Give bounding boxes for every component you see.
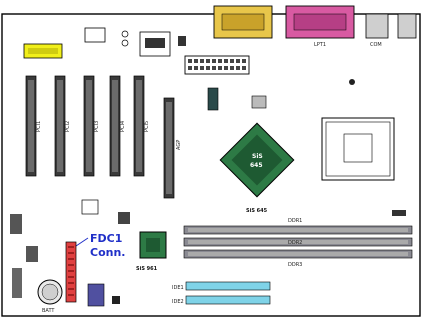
pci-slots (25, 75, 145, 177)
ide1-label: IDE1 (172, 285, 184, 291)
usb-port (397, 13, 417, 39)
ide2-label: IDE2 (172, 299, 184, 305)
agp-label: AGP (176, 140, 182, 150)
capacitor-b (121, 39, 129, 47)
ddr1-label: DDR1 (288, 218, 302, 224)
jumper-block-inner (28, 48, 58, 54)
ddr2-label: DDR2 (288, 240, 302, 246)
atx-power-pins (188, 59, 246, 70)
com-label: COM (370, 42, 382, 48)
cpu-socket-center (343, 133, 373, 163)
small-square-lower (112, 296, 120, 304)
com-port (365, 13, 389, 39)
crystal-component (84, 27, 106, 43)
northbridge-text-1: SiS (252, 153, 263, 160)
small-header-right (392, 210, 406, 216)
pci5-label: PCI5 (144, 121, 150, 132)
southbridge-label: SiS 961 (136, 266, 158, 272)
ide2-connector (185, 295, 271, 305)
chip-lower-left (81, 199, 99, 215)
pci2-label: PCI2 (65, 121, 71, 132)
atx-power-connector (184, 55, 250, 75)
fdc-conn-label: Conn. (90, 246, 125, 259)
pci4-label: PCI4 (120, 121, 126, 132)
battery-label: BATT (42, 308, 55, 314)
northbridge-chip (219, 122, 295, 198)
ddr3-label: DDR3 (288, 262, 302, 268)
serial-port-yellow-inner (221, 13, 265, 31)
cpu-socket-lever (325, 121, 391, 177)
fdc1-label: FDC1 (90, 232, 122, 245)
header-lower-left-b (26, 246, 38, 262)
lpt1-label: LPT1 (314, 42, 326, 48)
capacitor-a (121, 30, 129, 38)
small-chip-purple (87, 283, 105, 307)
small-header-top (178, 36, 186, 46)
header-lower-left-d (12, 268, 22, 298)
mount-hole-right (349, 79, 355, 85)
header-lower-left-c (118, 212, 130, 224)
ide1-connector (185, 281, 271, 291)
pci1-label: PCI1 (36, 121, 42, 132)
lpt1-port-inner (293, 13, 347, 31)
northbridge-text-2: 645 (250, 162, 263, 169)
battery-inner (41, 283, 59, 301)
regulator-gray (251, 95, 267, 109)
header-lower-left-a (10, 214, 22, 234)
pci3-label: PCI3 (94, 121, 100, 132)
regulator-dark (207, 87, 219, 111)
bios-chip-inner (145, 38, 165, 48)
fdc-arrow-line (75, 237, 89, 247)
northbridge-label: SiS 645 (246, 208, 268, 214)
